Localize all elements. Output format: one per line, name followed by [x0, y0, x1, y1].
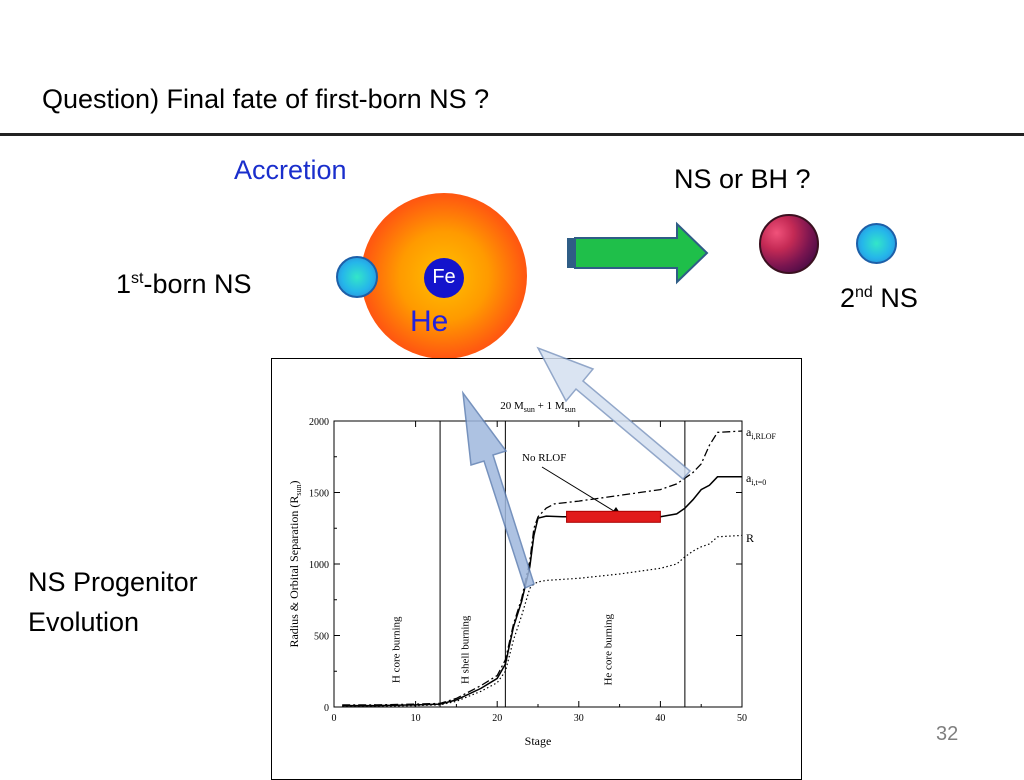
series-line-dash-dot	[342, 430, 743, 706]
y-tick-label: 2000	[309, 417, 329, 428]
second-ns-number: 2	[840, 283, 856, 313]
x-tick-label: 40	[655, 713, 665, 724]
phase-label: He core burning	[602, 614, 614, 686]
chart-title: 20 Msun + 1 Msun	[500, 400, 576, 414]
arrow-tail-shadow	[567, 238, 577, 268]
x-tick-label: 10	[411, 713, 421, 724]
y-tick-label: 0	[324, 703, 329, 714]
phase-label: H shell burning	[460, 615, 472, 684]
iron-core: Fe	[424, 258, 464, 298]
second-neutron-star	[856, 223, 897, 264]
y-tick-label: 1000	[309, 560, 329, 571]
evolution-arrow-icon	[567, 221, 709, 285]
series-curves	[342, 430, 743, 707]
y-tick-label: 1500	[309, 489, 329, 500]
ns-or-bh-remnant	[759, 214, 819, 274]
x-tick-label: 0	[332, 713, 337, 724]
progenitor-label-line2: Evolution	[28, 607, 140, 637]
series-label-r: R	[746, 531, 754, 545]
series-line-dotted	[342, 534, 743, 707]
first-ns-ordinal: st	[131, 270, 144, 287]
x-tick-label: 20	[492, 713, 502, 724]
page-number: 32	[936, 723, 959, 745]
first-ns-number: 1	[116, 269, 132, 299]
x-tick-label: 30	[574, 713, 584, 724]
first-born-neutron-star	[336, 256, 378, 298]
phase-labels: H core burning H shell burning He core bur…	[390, 614, 614, 686]
series-line-solid	[342, 476, 742, 707]
second-ns-label: 2nd NS	[840, 283, 918, 314]
series-label-a-rlof: ai,RLOF	[746, 425, 777, 441]
second-ns-text: NS	[872, 283, 918, 313]
x-tick-label: 50	[737, 713, 747, 724]
progenitor-evolution-label: NS Progenitor Evolution	[28, 562, 198, 642]
progenitor-label-line1: NS Progenitor	[28, 567, 198, 597]
series-label-a-t0: ai,t=0	[746, 471, 766, 487]
accretion-label: Accretion	[234, 155, 347, 185]
arrow-body	[574, 221, 709, 285]
x-axis-label: Stage	[525, 734, 552, 748]
slide-title: Question) Final fate of first-born NS ?	[42, 84, 490, 114]
no-rlof-annotation: No RLOF	[522, 452, 566, 464]
y-tick-label: 500	[314, 632, 329, 643]
annotation-pointer	[541, 466, 623, 517]
second-ns-ordinal: nd	[855, 284, 873, 301]
first-ns-text: -born NS	[143, 269, 252, 299]
rlof-bar	[566, 510, 661, 523]
first-born-ns-label: 1st-born NS	[116, 269, 252, 300]
outcome-label: NS or BH ?	[674, 164, 811, 194]
phase-label: H core burning	[390, 616, 402, 683]
y-axis-label: Radius & Orbital Separation (Rsun)	[287, 480, 303, 647]
helium-label: He	[410, 305, 449, 338]
title-divider	[0, 133, 1024, 136]
